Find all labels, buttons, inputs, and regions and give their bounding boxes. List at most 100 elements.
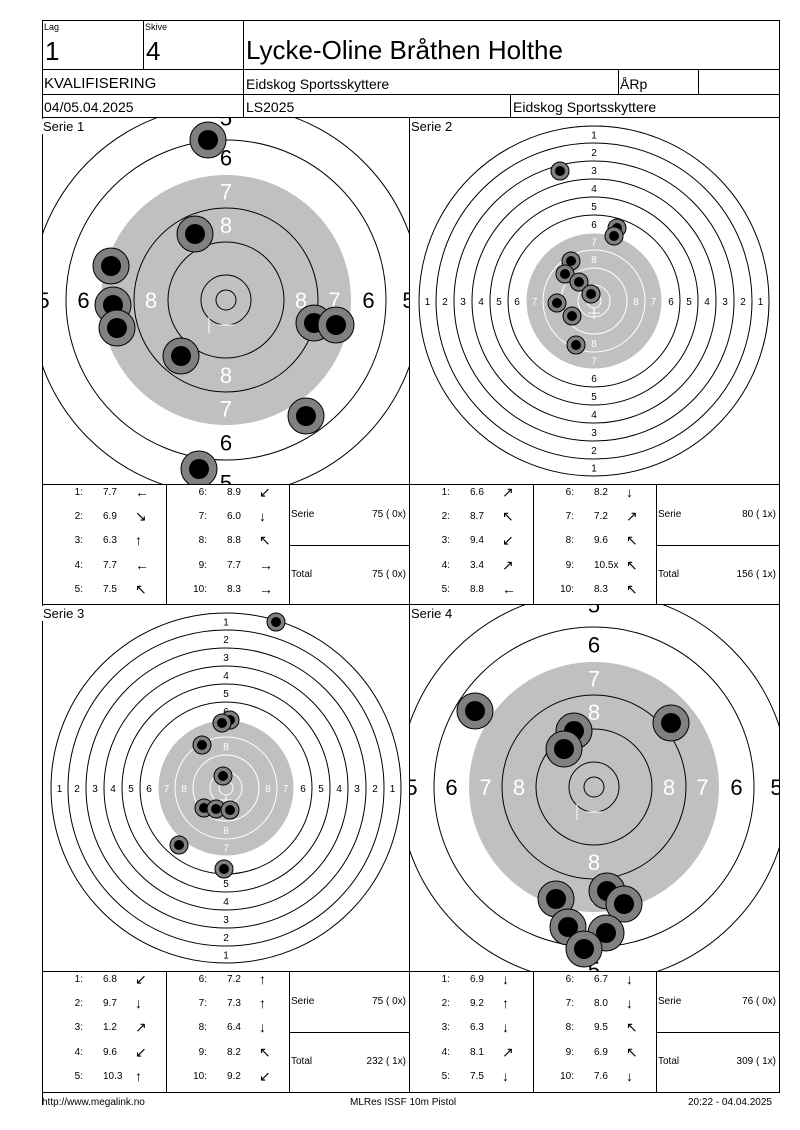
phase-label: KVALIFISERING — [44, 75, 157, 92]
target-serie-2: 11112222333344445555666677778888 — [418, 125, 770, 477]
shot-direction-arrow-icon: ↖ — [502, 508, 514, 525]
footer-url[interactable]: http://www.megalink.no — [42, 1097, 145, 1108]
shot-hole-center — [218, 771, 228, 781]
ring-number-label: 8 — [663, 775, 675, 800]
shot-number: 2: — [441, 511, 450, 523]
shot-direction-arrow-icon: ↗ — [502, 1043, 514, 1060]
shot-hole-center — [271, 617, 281, 627]
serie-label: Serie — [291, 509, 315, 520]
inner-ten-ring — [215, 289, 237, 311]
ring-number-label: 8 — [220, 363, 232, 388]
shot-score: 8.3 — [227, 583, 241, 595]
shot-direction-arrow-icon: ↖ — [626, 580, 638, 597]
shot-number: 10: — [560, 1070, 574, 1082]
competition-code: LS2025 — [246, 99, 295, 115]
shot-score: 6.6 — [470, 487, 484, 498]
shot-direction-arrow-icon: ↘ — [135, 508, 147, 525]
lag-label: Lag — [44, 22, 60, 32]
shot-number: 2: — [74, 998, 83, 1010]
shot-hole-center — [552, 298, 562, 308]
serie-label: Serie — [658, 996, 682, 1007]
shot-score: 7.7 — [227, 559, 241, 571]
shot-hole-center — [217, 718, 227, 728]
shot-direction-arrow-icon: ↑ — [135, 1067, 142, 1084]
shot-hole-center — [185, 224, 205, 244]
shot-score: 6.3 — [103, 535, 117, 547]
ring-number-label: 5 — [42, 288, 50, 313]
ring-number-label: 1 — [223, 951, 229, 962]
ring-5 — [489, 196, 699, 406]
shot-hole-center — [199, 803, 209, 813]
shot-hole-center — [554, 739, 574, 759]
ring-number-label: 2 — [223, 635, 229, 646]
ring-number-label: 8 — [220, 213, 232, 238]
shot-hole-center — [326, 315, 346, 335]
shot-score: 6.9 — [103, 511, 117, 523]
shot-hole-center — [609, 231, 619, 241]
ring-number-label: 6 — [220, 431, 232, 456]
shot-number: 2: — [74, 511, 83, 523]
shot-number: 4: — [74, 1046, 83, 1058]
ring-number-label: 4 — [110, 784, 116, 795]
shot-number: 9: — [565, 559, 574, 571]
ring-number-label: 8 — [633, 297, 639, 308]
ring-8 — [133, 207, 319, 393]
shot-score: 6.9 — [470, 974, 484, 985]
shot-direction-arrow-icon: ↖ — [626, 532, 638, 549]
ring-number-label: 6 — [514, 297, 520, 308]
ring-number-label: 8 — [223, 826, 229, 837]
shot-direction-arrow-icon: ↙ — [135, 971, 147, 987]
shot-score: 6.3 — [470, 1022, 484, 1034]
ring-number-label: 7 — [588, 667, 600, 692]
shot-score: 6.9 — [594, 1046, 608, 1058]
ring-number-label: 5 — [496, 297, 502, 308]
ring-number-label: 2 — [74, 784, 80, 795]
shot-number: 1: — [74, 974, 83, 985]
shot-direction-arrow-icon: → — [259, 580, 273, 597]
scorebox-serie-3: 1:6.8↙2:9.7↓3:1.2↗4:9.6↙5:10.3↑6:7.2↑7:7… — [42, 971, 410, 1093]
ring-number-label: 7 — [223, 844, 229, 855]
shot-direction-arrow-icon: ↓ — [502, 1019, 509, 1036]
ring-8 — [174, 736, 278, 840]
ring-number-label: 7 — [591, 238, 597, 249]
shot-number: 6: — [198, 974, 207, 985]
shot-direction-arrow-icon: ↓ — [502, 971, 509, 987]
shot-direction-arrow-icon: ← — [502, 580, 516, 597]
shot-direction-arrow-icon: ↓ — [626, 995, 633, 1012]
ring-number-label: 7 — [696, 775, 708, 800]
shot-direction-arrow-icon: ↗ — [135, 1019, 147, 1036]
shot-hole-center — [546, 889, 566, 909]
ring-number-label: 5 — [588, 605, 600, 618]
shot-score: 7.5 — [103, 583, 117, 595]
ring-number-label: 1 — [223, 618, 229, 629]
ring-number-label: 1 — [591, 464, 597, 475]
total-value: 232 ( 1x) — [366, 1056, 406, 1067]
shot-hole-center — [171, 346, 191, 366]
ring-number-label: 2 — [740, 297, 746, 308]
shot-direction-arrow-icon: ↑ — [135, 532, 142, 549]
ring-8 — [542, 249, 646, 353]
shot-score: 7.2 — [594, 511, 608, 523]
ring-9 — [192, 754, 260, 822]
shot-direction-arrow-icon: ← — [135, 556, 149, 573]
shot-number: 3: — [441, 535, 450, 547]
ring-4 — [471, 178, 717, 424]
ring-number-label: 4 — [478, 297, 484, 308]
ring-number-label: 2 — [223, 933, 229, 944]
serie-value: 76 ( 0x) — [742, 996, 776, 1007]
ring-number-label: 4 — [591, 410, 597, 421]
shot-direction-arrow-icon: ↑ — [259, 995, 266, 1012]
ring-number-label: 5 — [410, 775, 418, 800]
shot-hole-center — [174, 840, 184, 850]
ring-number-label: 5 — [223, 689, 229, 700]
shot-number: 10: — [193, 583, 207, 595]
target-serie-4: 5555666677778888 — [410, 605, 780, 971]
shot-direction-arrow-icon: ↙ — [502, 532, 514, 549]
shot-hole-center — [558, 917, 578, 937]
shot-direction-arrow-icon: ↙ — [135, 1043, 147, 1060]
shot-score: 7.7 — [103, 559, 117, 571]
shot-score: 6.8 — [103, 974, 117, 985]
shot-number: 5: — [441, 1070, 450, 1082]
shot-score: 8.0 — [594, 998, 608, 1010]
shot-direction-arrow-icon: → — [259, 556, 273, 573]
